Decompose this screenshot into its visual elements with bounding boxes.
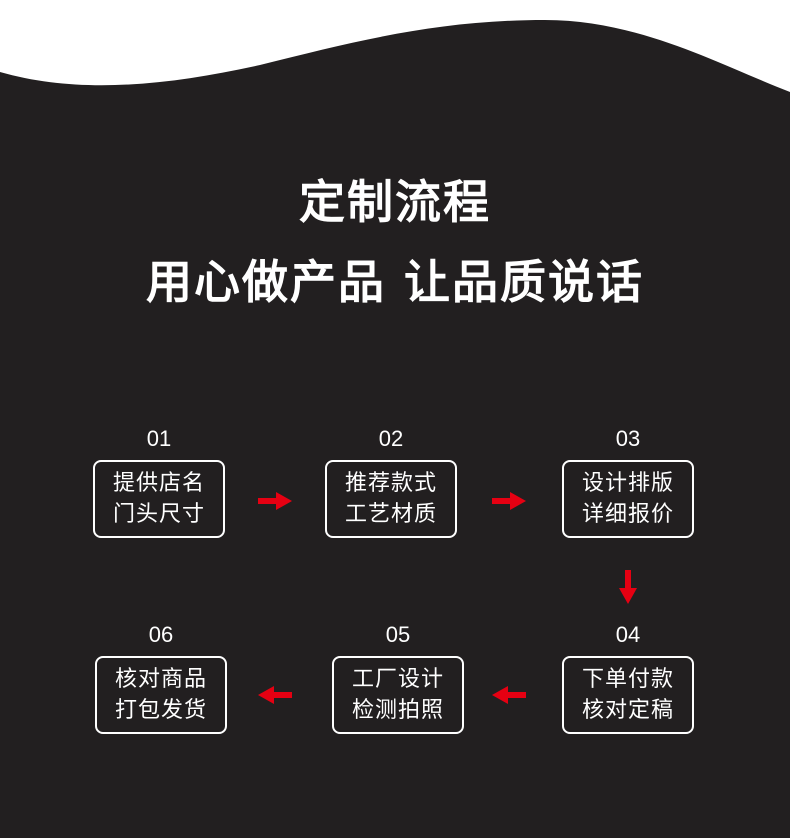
step-02: 02 推荐款式 工艺材质 [311,426,471,538]
arrow-right-icon [258,492,292,510]
step-number: 05 [385,622,411,647]
step-05: 05 工厂设计 检测拍照 [318,622,478,734]
page-subtitle: 用心做产品 让品质说话 [145,255,644,309]
page-title: 定制流程 [299,175,491,229]
step-label-line2: 打包发货 [114,698,207,723]
step-box: 工厂设计 检测拍照 [332,656,464,734]
step-label-line2: 检测拍照 [351,698,444,723]
arrow-left-icon [258,686,292,704]
step-03: 03 设计排版 详细报价 [548,426,708,538]
step-box: 提供店名 门头尺寸 [93,460,225,538]
step-number: 06 [148,622,174,647]
step-04: 04 下单付款 核对定稿 [548,622,708,734]
step-label-line1: 推荐款式 [344,471,437,496]
step-number: 01 [146,426,172,451]
step-label-line1: 下单付款 [581,667,674,692]
step-label-line2: 门头尺寸 [112,502,205,527]
step-number: 02 [378,426,404,451]
step-label-line2: 详细报价 [581,502,674,527]
top-wave-decoration [0,0,790,92]
step-label-line1: 核对商品 [114,667,207,692]
step-label-line2: 核对定稿 [581,698,674,723]
step-01: 01 提供店名 门头尺寸 [79,426,239,538]
step-box: 推荐款式 工艺材质 [325,460,457,538]
step-box: 设计排版 详细报价 [562,460,694,538]
step-label-line1: 提供店名 [112,471,205,496]
step-box: 核对商品 打包发货 [95,656,227,734]
arrow-left-icon [492,686,526,704]
step-label-line1: 工厂设计 [351,667,444,692]
step-label-line2: 工艺材质 [344,502,437,527]
step-box: 下单付款 核对定稿 [562,656,694,734]
step-number: 04 [615,622,641,647]
step-number: 03 [615,426,641,451]
arrow-right-icon [492,492,526,510]
arrow-down-icon [619,570,637,604]
step-label-line1: 设计排版 [581,471,674,496]
step-06: 06 核对商品 打包发货 [81,622,241,734]
